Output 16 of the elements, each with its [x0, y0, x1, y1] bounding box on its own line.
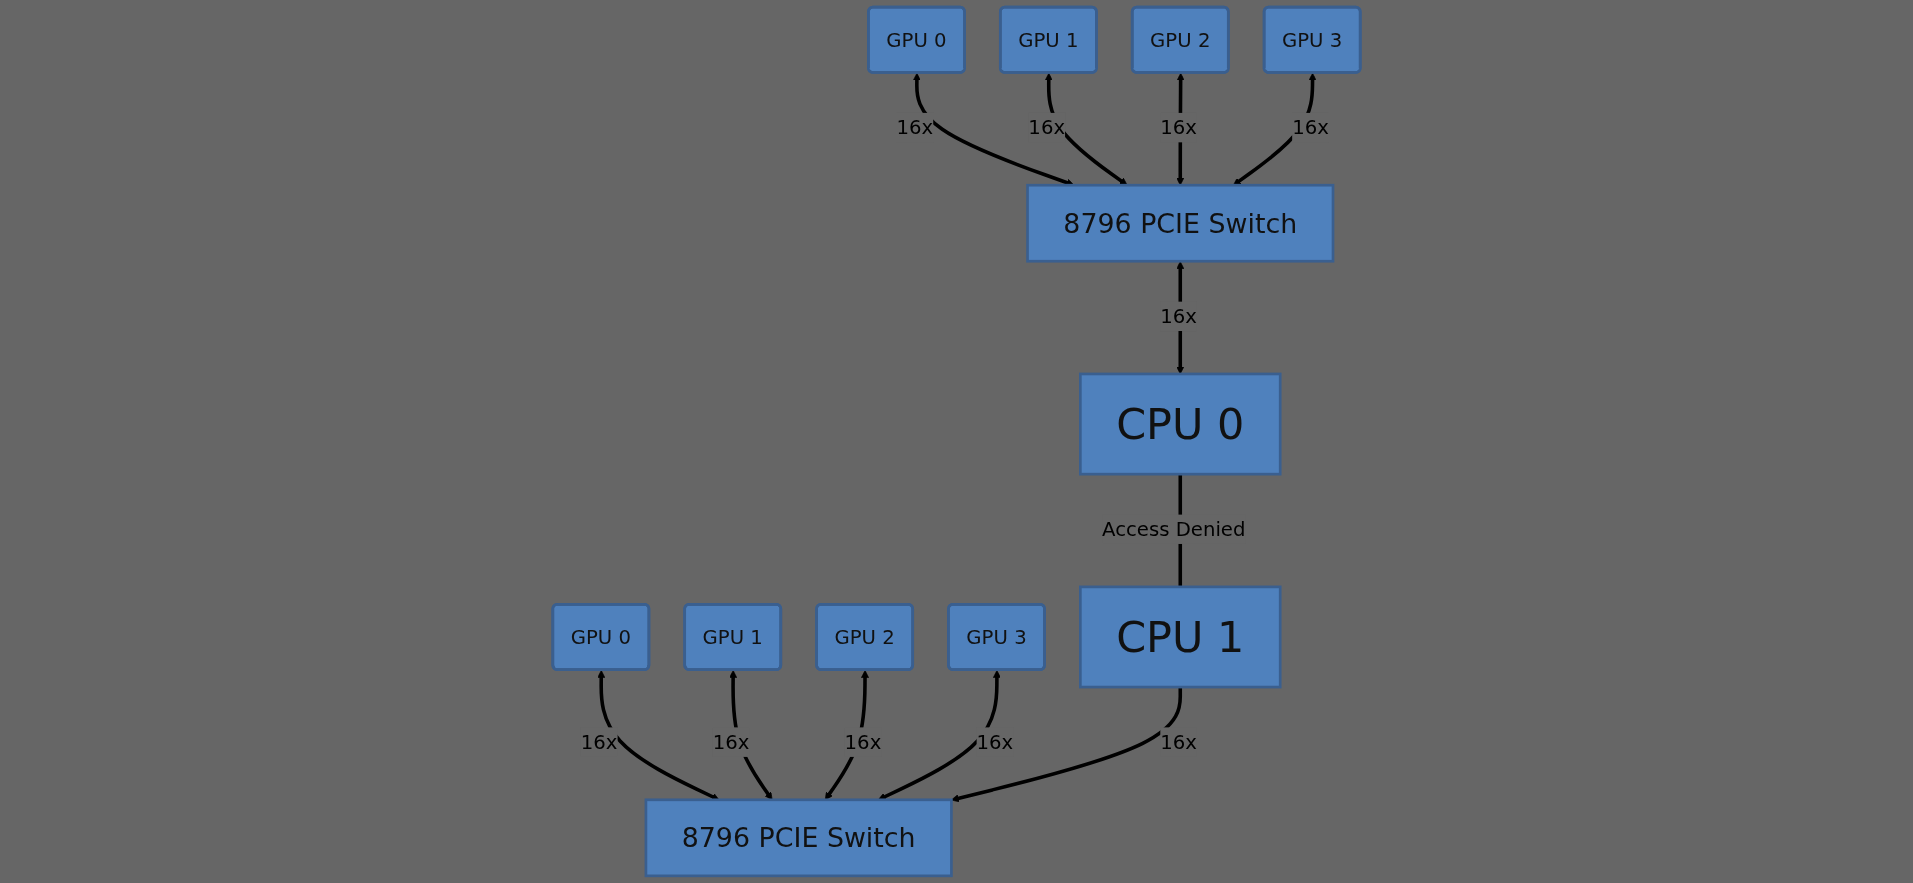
edge-label: 16x	[580, 730, 618, 754]
edge-label: 16x	[1028, 116, 1066, 139]
edge-label: 16x	[1160, 116, 1197, 139]
node-box: 8796 PCIE Switch	[644, 798, 953, 878]
arrow	[951, 687, 1183, 803]
node-box: CPU 0	[1079, 372, 1282, 476]
edge-label: Access Denied	[1102, 517, 1246, 541]
edge-label: 16x	[1160, 305, 1197, 328]
edge-label: 16x	[1292, 116, 1329, 139]
edge-label: 16x	[712, 730, 750, 754]
node-box: CPU 1	[1079, 585, 1282, 689]
edge-label: 16x	[844, 730, 882, 754]
edge-label: 16x	[976, 730, 1014, 754]
edge-label: 16x	[1160, 730, 1197, 754]
node-box: 8796 PCIE Switch	[1026, 183, 1335, 263]
edge-label: 16x	[896, 116, 934, 139]
